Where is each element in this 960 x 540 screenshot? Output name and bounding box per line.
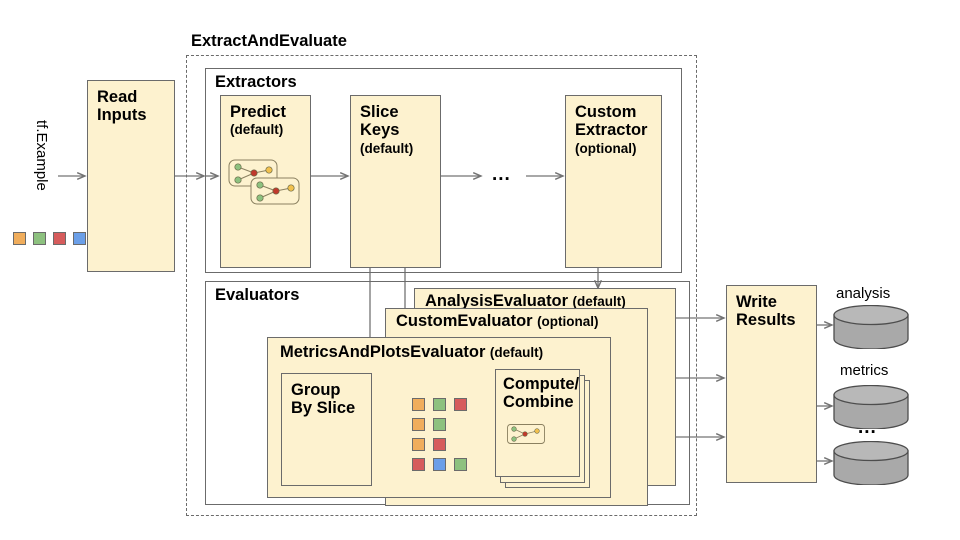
analysis-evaluator-title: AnalysisEvaluator: [425, 292, 569, 310]
slice-chip-row-2: [412, 418, 446, 431]
output-label-analysis: analysis: [836, 285, 891, 302]
slice-keys-title: Slice Keys: [360, 103, 400, 140]
custom-extractor-title: Custom Extractor: [575, 103, 648, 140]
extractors-group: Extractors: [205, 68, 682, 273]
predict-title: Predict: [230, 103, 286, 121]
extractor-slice-keys-box[interactable]: Slice Keys (default): [350, 95, 441, 268]
slice-chip-row-3: [412, 438, 446, 451]
read-inputs-box[interactable]: Read Inputs: [87, 80, 175, 272]
database-cylinder-icon[interactable]: [832, 385, 910, 429]
input-chip-blue: [73, 232, 86, 245]
database-cylinder-icon[interactable]: [832, 305, 910, 349]
custom-extractor-subtitle: (optional): [575, 140, 637, 156]
neural-network-icon: [507, 424, 545, 444]
slice-chip-green: [433, 418, 446, 431]
input-chip-red: [53, 232, 66, 245]
slice-chip-orange: [412, 438, 425, 451]
compute-combine-box[interactable]: Compute/ Combine: [495, 369, 580, 477]
metrics-and-plots-evaluator-subtitle: (default): [489, 345, 544, 360]
predict-subtitle: (default): [230, 122, 284, 138]
slice-chip-green: [454, 458, 467, 471]
slice-keys-subtitle: (default): [360, 140, 414, 156]
slice-chip-blue: [433, 458, 446, 471]
database-cylinder-icon[interactable]: [832, 441, 910, 485]
write-results-title: Write Results: [736, 293, 796, 330]
input-chip-orange: [13, 232, 26, 245]
metrics-and-plots-evaluator-title: MetricsAndPlotsEvaluator: [280, 343, 486, 361]
slice-chip-orange: [412, 398, 425, 411]
extractors-label: Extractors: [215, 73, 297, 91]
slice-chip-green: [433, 398, 446, 411]
extract-and-evaluate-label: ExtractAndEvaluate: [191, 32, 347, 50]
slice-chip-orange: [412, 418, 425, 431]
custom-evaluator-title: CustomEvaluator: [396, 312, 533, 330]
slice-chip-row-4: [412, 458, 467, 471]
custom-evaluator-subtitle: (optional): [537, 314, 599, 329]
input-label: tf.Example: [33, 120, 50, 191]
input-chip-green: [33, 232, 46, 245]
output-label-metrics: metrics: [840, 362, 889, 379]
output-label-ellipsis: ...: [858, 417, 877, 438]
slice-chip-row-1: [412, 398, 467, 411]
extract-and-evaluate-container: [186, 55, 697, 516]
input-chips: [13, 232, 86, 245]
neural-network-icon: [228, 159, 300, 205]
analysis-evaluator-subtitle: (default): [572, 294, 626, 309]
evaluators-label: Evaluators: [215, 286, 300, 304]
extractor-custom-box[interactable]: Custom Extractor (optional): [565, 95, 662, 268]
group-by-slice-box[interactable]: Group By Slice: [281, 373, 372, 486]
extractor-predict-box[interactable]: Predict (default): [220, 95, 311, 268]
compute-combine-title: Compute/ Combine: [503, 375, 580, 412]
write-results-box[interactable]: Write Results: [726, 285, 817, 483]
group-by-slice-title: Group By Slice: [291, 381, 356, 418]
read-inputs-title: Read Inputs: [97, 88, 147, 125]
slice-chip-red: [433, 438, 446, 451]
slice-chip-red: [454, 398, 467, 411]
extractors-ellipsis: ...: [492, 164, 511, 185]
slice-chip-red: [412, 458, 425, 471]
